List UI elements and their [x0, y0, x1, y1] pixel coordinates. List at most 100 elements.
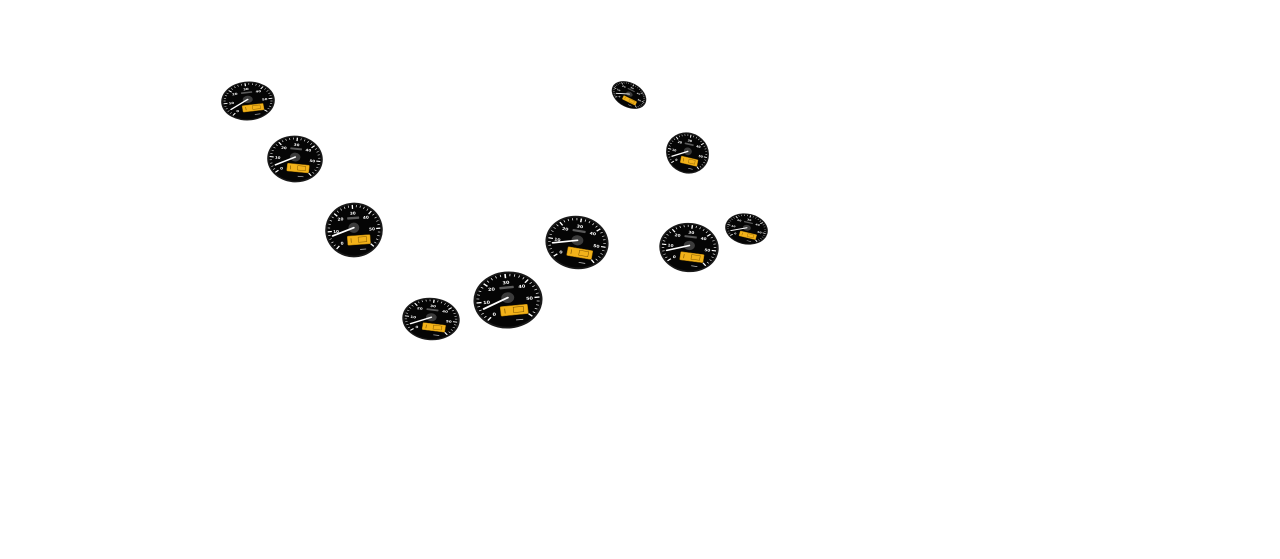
minor-tick	[695, 136, 698, 139]
major-tick	[232, 112, 236, 116]
scale-label: 10	[410, 315, 417, 319]
minor-tick	[405, 321, 408, 323]
lcd-segment	[741, 232, 743, 236]
major-tick	[668, 147, 672, 150]
major-tick	[689, 134, 692, 138]
minor-tick	[376, 220, 379, 222]
minor-tick	[613, 92, 615, 94]
minor-tick	[535, 304, 539, 306]
minor-tick	[695, 225, 697, 229]
footer-mark	[691, 265, 698, 267]
minor-tick	[758, 239, 760, 241]
minor-tick	[603, 243, 606, 244]
minor-tick	[668, 145, 671, 147]
tachograph-gauge-icon: 0102030405060	[266, 132, 324, 186]
gauge-needle	[409, 316, 433, 325]
minor-tick	[224, 95, 228, 97]
minor-tick	[347, 205, 350, 208]
minor-tick	[377, 223, 380, 226]
gauge-dial: 0102030405060	[659, 222, 719, 273]
minor-tick	[251, 83, 253, 85]
major-tick	[703, 156, 707, 159]
minor-tick	[678, 135, 680, 138]
major-tick	[452, 321, 458, 323]
minor-tick	[595, 258, 598, 261]
major-tick	[755, 239, 758, 242]
minor-tick	[641, 103, 644, 105]
minor-tick	[712, 240, 715, 242]
tachograph-gauge-icon: 0102030405060	[544, 211, 610, 274]
major-tick	[600, 245, 606, 248]
minor-tick	[635, 85, 637, 87]
gauge-needle	[665, 244, 691, 252]
scale-label: 40	[305, 148, 311, 152]
minor-tick	[499, 274, 502, 278]
minor-tick	[598, 256, 601, 258]
minor-tick	[553, 227, 556, 229]
lcd-display	[738, 230, 757, 240]
minor-tick	[693, 135, 695, 138]
minor-tick	[757, 218, 760, 220]
minor-tick	[314, 148, 318, 150]
gauge-needle	[230, 98, 249, 111]
scale-label: 50	[757, 230, 762, 234]
minor-tick	[613, 89, 615, 90]
minor-tick	[532, 311, 536, 314]
gauge-needle	[615, 92, 630, 95]
major-tick	[702, 262, 707, 267]
major-tick	[263, 109, 268, 112]
minor-tick	[713, 243, 716, 245]
minor-tick	[699, 165, 702, 168]
minor-tick	[248, 83, 250, 85]
minor-tick	[551, 251, 554, 254]
minor-tick	[642, 94, 645, 96]
minor-tick	[316, 151, 319, 153]
lcd-segment	[251, 104, 261, 110]
lcd-segment	[682, 158, 684, 162]
minor-tick	[670, 142, 672, 145]
scale-label: 40	[755, 223, 760, 227]
major-tick	[640, 92, 644, 94]
major-tick	[671, 160, 675, 164]
major-tick	[404, 315, 410, 317]
scale-label: 30	[350, 211, 356, 216]
minor-tick	[640, 90, 642, 92]
scale-label: 40	[589, 231, 596, 237]
major-tick	[667, 258, 672, 262]
footer-mark	[360, 248, 367, 250]
minor-tick	[567, 218, 570, 222]
minor-tick	[584, 219, 587, 222]
gauge-dial: 0102030405060	[666, 132, 709, 174]
minor-tick	[333, 244, 336, 247]
brand-plate	[426, 308, 439, 312]
lcd-display	[347, 234, 371, 246]
minor-tick	[518, 275, 521, 278]
major-tick	[675, 136, 679, 140]
minor-tick	[668, 231, 672, 234]
minor-tick	[289, 137, 291, 140]
minor-tick	[411, 304, 414, 307]
major-tick	[528, 313, 533, 317]
gauge-dial: 0102030405060	[402, 297, 460, 341]
scale-label: 0	[672, 254, 676, 259]
scale-label: 30	[502, 280, 510, 286]
minor-tick	[729, 220, 732, 222]
gauge-needle	[551, 239, 579, 244]
scale-label: 10	[275, 156, 281, 160]
minor-tick	[281, 140, 284, 143]
minor-tick	[576, 218, 578, 221]
major-tick	[735, 216, 738, 219]
minor-tick	[240, 83, 243, 86]
minor-tick	[269, 159, 272, 161]
major-tick	[671, 228, 676, 233]
minor-tick	[563, 220, 566, 223]
minor-tick	[536, 300, 540, 302]
minor-tick	[764, 228, 766, 230]
minor-tick	[328, 223, 331, 225]
scale-label: 50	[446, 320, 453, 324]
minor-tick	[592, 223, 595, 226]
minor-tick	[551, 230, 554, 232]
scale-label: 20	[488, 287, 496, 293]
major-tick	[596, 228, 601, 232]
lcd-display	[499, 303, 529, 317]
